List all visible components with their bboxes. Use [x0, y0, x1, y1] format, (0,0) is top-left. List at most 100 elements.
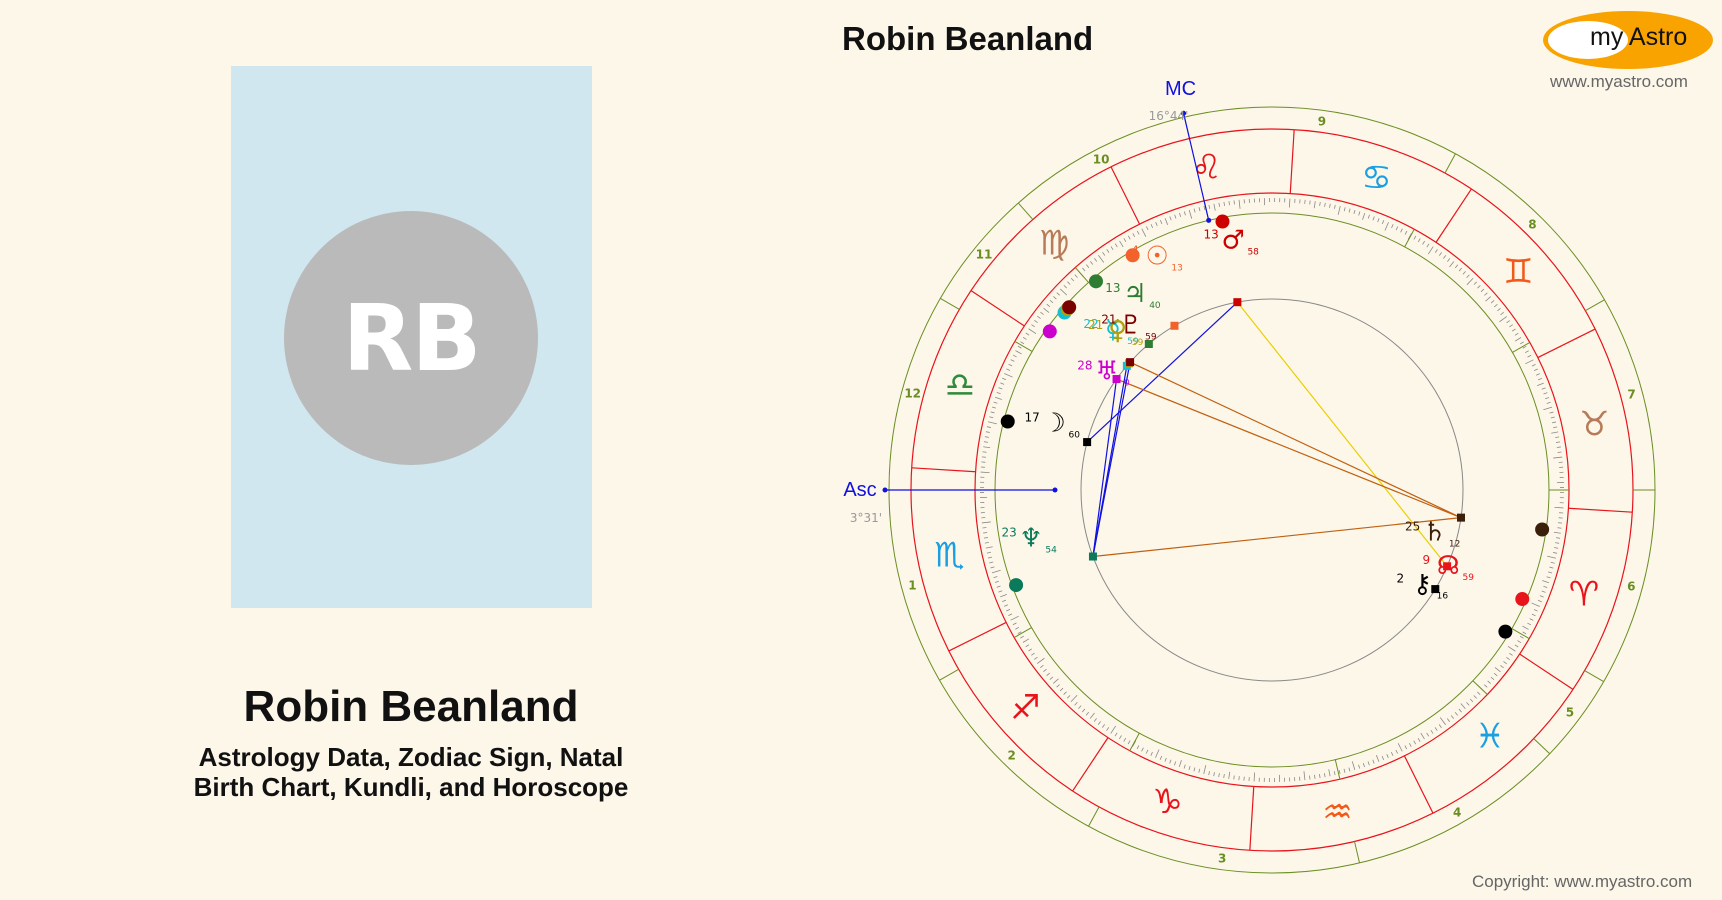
- degree-tick: [1033, 656, 1038, 660]
- degree-tick: [1081, 708, 1086, 713]
- neptune-icon: ♆: [1019, 523, 1042, 553]
- degree-tick: [1500, 312, 1504, 316]
- degree-tick: [1025, 332, 1030, 336]
- house-cusp-inner: [1014, 340, 1033, 352]
- degree-tick: [1150, 224, 1154, 229]
- degree-tick: [1159, 220, 1163, 225]
- aspect-line-sextile: [1086, 301, 1238, 443]
- degree-tick: [1447, 258, 1451, 262]
- degree-tick: [1509, 324, 1513, 328]
- planet-minute: 16: [1437, 592, 1449, 602]
- degree-tick: [987, 556, 993, 559]
- planet-marker-north-node: [1515, 592, 1530, 607]
- degree-tick: [1102, 724, 1106, 728]
- degree-tick: [1213, 772, 1215, 777]
- degree-tick: [1480, 288, 1485, 293]
- degree-tick: [1485, 296, 1492, 302]
- degree-tick: [1218, 773, 1220, 778]
- degree-tick: [1367, 761, 1370, 766]
- house-cusp-inner: [1129, 732, 1140, 751]
- sign-divider: [1519, 653, 1574, 690]
- degree-tick: [989, 561, 994, 564]
- degree-tick: [1557, 451, 1562, 453]
- myastro-logo[interactable]: my Astro: [1542, 10, 1714, 70]
- planet-marker-mars: [1215, 214, 1230, 229]
- degree-tick: [1017, 631, 1022, 635]
- degree-tick: [1404, 745, 1408, 750]
- degree-tick: [1169, 216, 1172, 221]
- degree-tick: [1362, 763, 1365, 768]
- jupiter-icon: ♃: [1123, 279, 1146, 309]
- degree-tick: [1198, 768, 1201, 773]
- degree-tick: [1155, 222, 1158, 227]
- degree-tick: [1400, 228, 1403, 233]
- copyright-text: Copyright: www.myastro.com: [1472, 872, 1693, 891]
- degree-tick: [1228, 201, 1230, 206]
- degree-tick: [1525, 359, 1534, 365]
- degree-tick: [1066, 695, 1071, 699]
- degree-tick: [1145, 749, 1149, 754]
- sign-divider: [1249, 786, 1255, 851]
- degree-tick: [991, 569, 1001, 574]
- degree-tick: [1132, 233, 1136, 238]
- aspect-point-chiron: [1431, 585, 1440, 594]
- degree-tick: [1555, 537, 1561, 539]
- asc-label: Asc: [843, 479, 876, 501]
- degree-tick: [1036, 657, 1045, 664]
- sign-divider: [970, 290, 1025, 327]
- site-url-link[interactable]: www.myastro.com: [1550, 72, 1688, 91]
- degree-tick: [1522, 345, 1527, 349]
- degree-tick: [1208, 204, 1211, 209]
- degree-tick: [1040, 311, 1044, 315]
- degree-tick: [990, 411, 995, 414]
- degree-tick: [1159, 755, 1163, 760]
- mc-degree: 16°44': [1149, 109, 1189, 123]
- degree-tick: [1557, 527, 1562, 529]
- house-cusp-outer: [1088, 806, 1100, 827]
- degree-tick: [1218, 202, 1221, 207]
- degree-tick: [1015, 626, 1020, 630]
- avatar-initials: RB: [284, 211, 538, 465]
- degree-tick: [1056, 684, 1060, 688]
- sign-glyph-aquarius: ♒: [1322, 792, 1352, 832]
- planet-marker-saturn: [1535, 522, 1550, 537]
- planet-minute: 59: [1145, 332, 1157, 342]
- degree-tick: [1375, 755, 1380, 762]
- degree-tick: [986, 551, 991, 554]
- degree-tick: [1303, 771, 1306, 781]
- house-number: 11: [976, 248, 993, 262]
- degree-tick: [1454, 264, 1459, 269]
- sign-glyph-sagittarius: ♐: [1010, 688, 1040, 728]
- degree-tick: [1390, 751, 1394, 756]
- degree-tick: [1550, 416, 1555, 419]
- degree-tick: [1543, 406, 1553, 411]
- degree-tick: [1213, 203, 1216, 211]
- degree-tick: [1059, 288, 1068, 296]
- degree-tick: [1514, 337, 1522, 342]
- degree-tick: [1233, 200, 1235, 205]
- degree-tick: [1338, 769, 1341, 775]
- planet-marker-sun: [1125, 248, 1140, 263]
- sign-divider: [948, 621, 1007, 652]
- sign-divider: [1403, 755, 1434, 814]
- degree-tick: [1098, 254, 1105, 263]
- degree-tick: [1546, 401, 1551, 404]
- degree-tick: [1462, 271, 1466, 275]
- degree-tick: [1506, 320, 1511, 324]
- degree-tick: [1427, 246, 1434, 255]
- asc-dot: [882, 487, 888, 493]
- degree-tick: [1070, 694, 1078, 703]
- degree-tick: [1494, 667, 1501, 673]
- planet-minute: 0: [1124, 378, 1130, 388]
- degree-tick: [1458, 708, 1462, 713]
- degree-tick: [1483, 684, 1488, 688]
- degree-tick: [1031, 324, 1035, 328]
- degree-tick: [1010, 359, 1015, 362]
- degree-tick: [1545, 397, 1550, 400]
- uranus-icon: ♅: [1095, 356, 1118, 386]
- aspect-line-quincunx: [1129, 361, 1462, 519]
- sign-glyph-scorpio: ♏: [934, 535, 964, 575]
- planet-degree: 2: [1397, 572, 1405, 586]
- degree-tick: [1527, 622, 1532, 626]
- house-cusp-outer: [940, 297, 960, 310]
